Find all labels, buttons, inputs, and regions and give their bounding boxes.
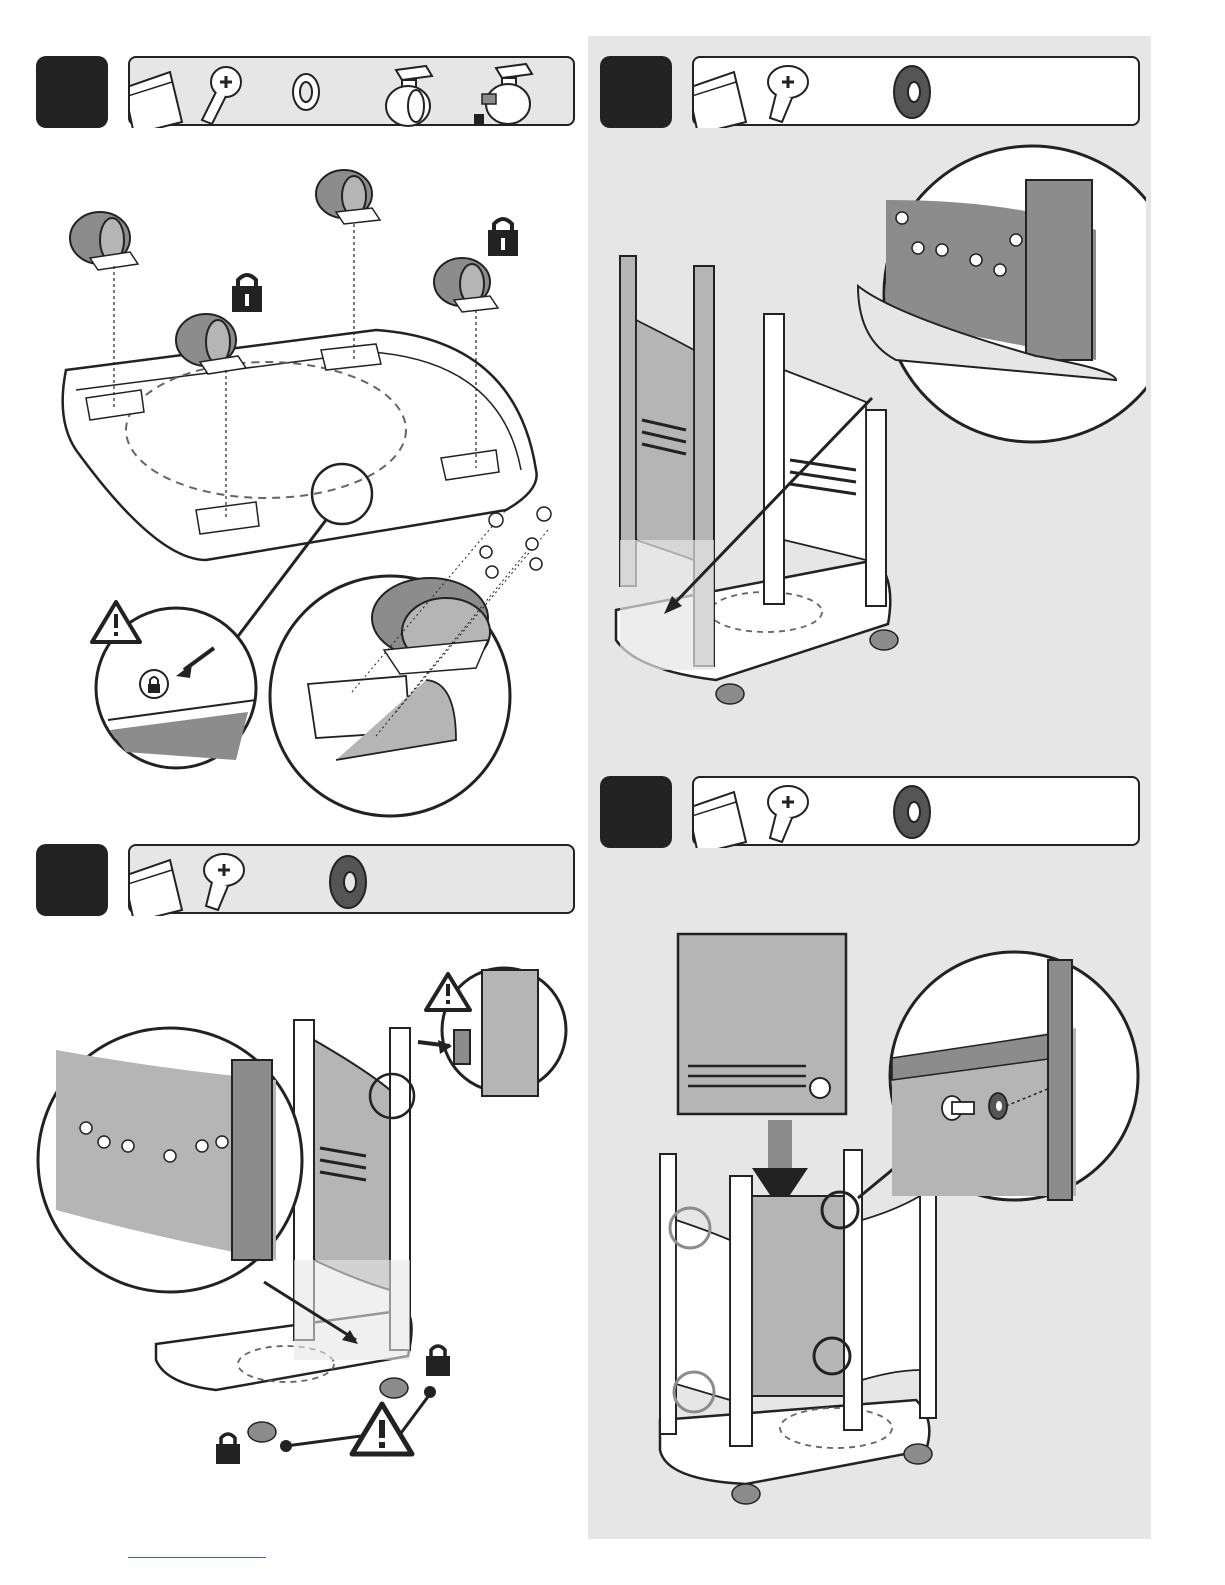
padlock-icon bbox=[488, 219, 518, 256]
flat-washer-icon bbox=[894, 66, 930, 118]
parts-bar-step-1 bbox=[128, 56, 575, 126]
screw-icon bbox=[204, 854, 244, 910]
caster-icon bbox=[70, 212, 138, 270]
parts-bar-step-3 bbox=[692, 56, 1140, 126]
padlock-icon bbox=[216, 1434, 240, 1464]
screw-icon bbox=[768, 786, 808, 842]
parts-bag-icon bbox=[694, 792, 746, 848]
parts-bag-icon bbox=[694, 72, 746, 128]
step-number-4 bbox=[600, 776, 672, 848]
locking-caster-icon bbox=[434, 258, 498, 312]
parts-bar-step-2 bbox=[128, 844, 575, 914]
parts-bar-step-4 bbox=[692, 776, 1140, 846]
step-1-illustration bbox=[36, 140, 576, 820]
padlock-icon bbox=[232, 275, 262, 312]
bolt-icon bbox=[202, 67, 241, 124]
caster-icon bbox=[316, 170, 380, 224]
step-number-3 bbox=[600, 56, 672, 128]
locking-caster-icon bbox=[474, 64, 532, 126]
step-2-illustration bbox=[36, 960, 576, 1520]
step-number-2 bbox=[36, 844, 108, 916]
lock-washer-icon bbox=[293, 74, 319, 110]
caster-icon bbox=[386, 66, 432, 126]
flat-washer-icon bbox=[330, 856, 366, 908]
padlock-icon bbox=[426, 1346, 450, 1376]
step-3-illustration bbox=[596, 140, 1146, 720]
flat-washer-icon bbox=[989, 1093, 1007, 1119]
parts-bag-icon bbox=[130, 860, 182, 916]
screw-icon bbox=[768, 66, 808, 122]
flat-washer-icon bbox=[894, 786, 930, 838]
parts-bag-icon bbox=[130, 72, 182, 128]
footer-rule bbox=[128, 1557, 266, 1558]
step-number-1 bbox=[36, 56, 108, 128]
step-4-illustration bbox=[596, 920, 1146, 1520]
